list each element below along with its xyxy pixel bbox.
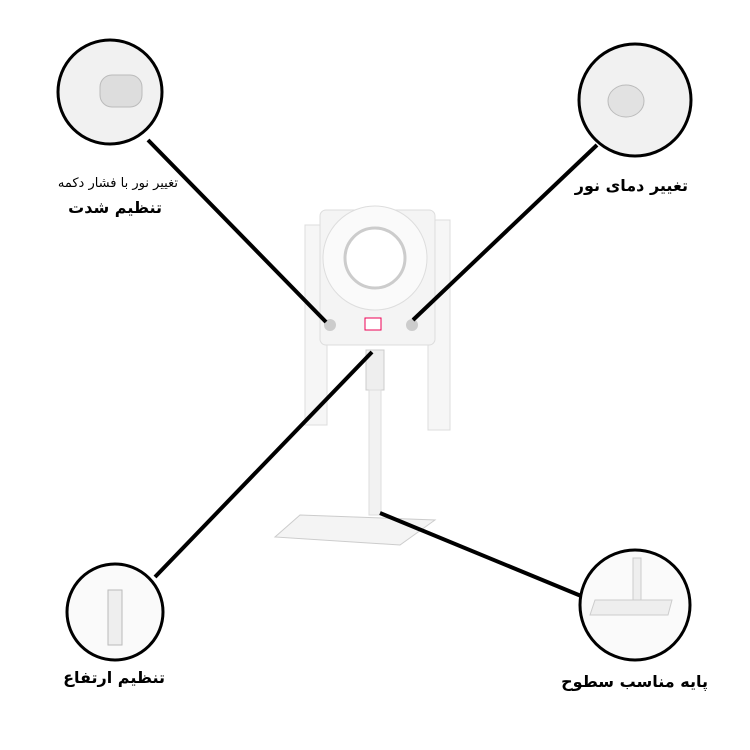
callout-lines bbox=[146, 138, 599, 600]
stand-base bbox=[273, 514, 437, 546]
detail-circle-bottom-left bbox=[65, 562, 165, 662]
detail-circle-top-left bbox=[56, 38, 164, 146]
temperature-knob bbox=[406, 319, 418, 331]
intensity-knob bbox=[324, 319, 336, 331]
detail-circle-top-right bbox=[577, 42, 693, 158]
label-height-adjust: تنظیم ارتفاع bbox=[63, 668, 165, 687]
label-base: پایه مناسب سطوح bbox=[561, 672, 708, 691]
label-color-temperature: تغییر دمای نور bbox=[574, 176, 688, 195]
label-intensity-button: تغییر نور با فشار دکمه bbox=[57, 176, 178, 191]
ring-light-product bbox=[273, 205, 451, 546]
label-intensity: تنظیم شدت bbox=[68, 198, 162, 217]
detail-circle-bottom-right bbox=[578, 548, 692, 662]
